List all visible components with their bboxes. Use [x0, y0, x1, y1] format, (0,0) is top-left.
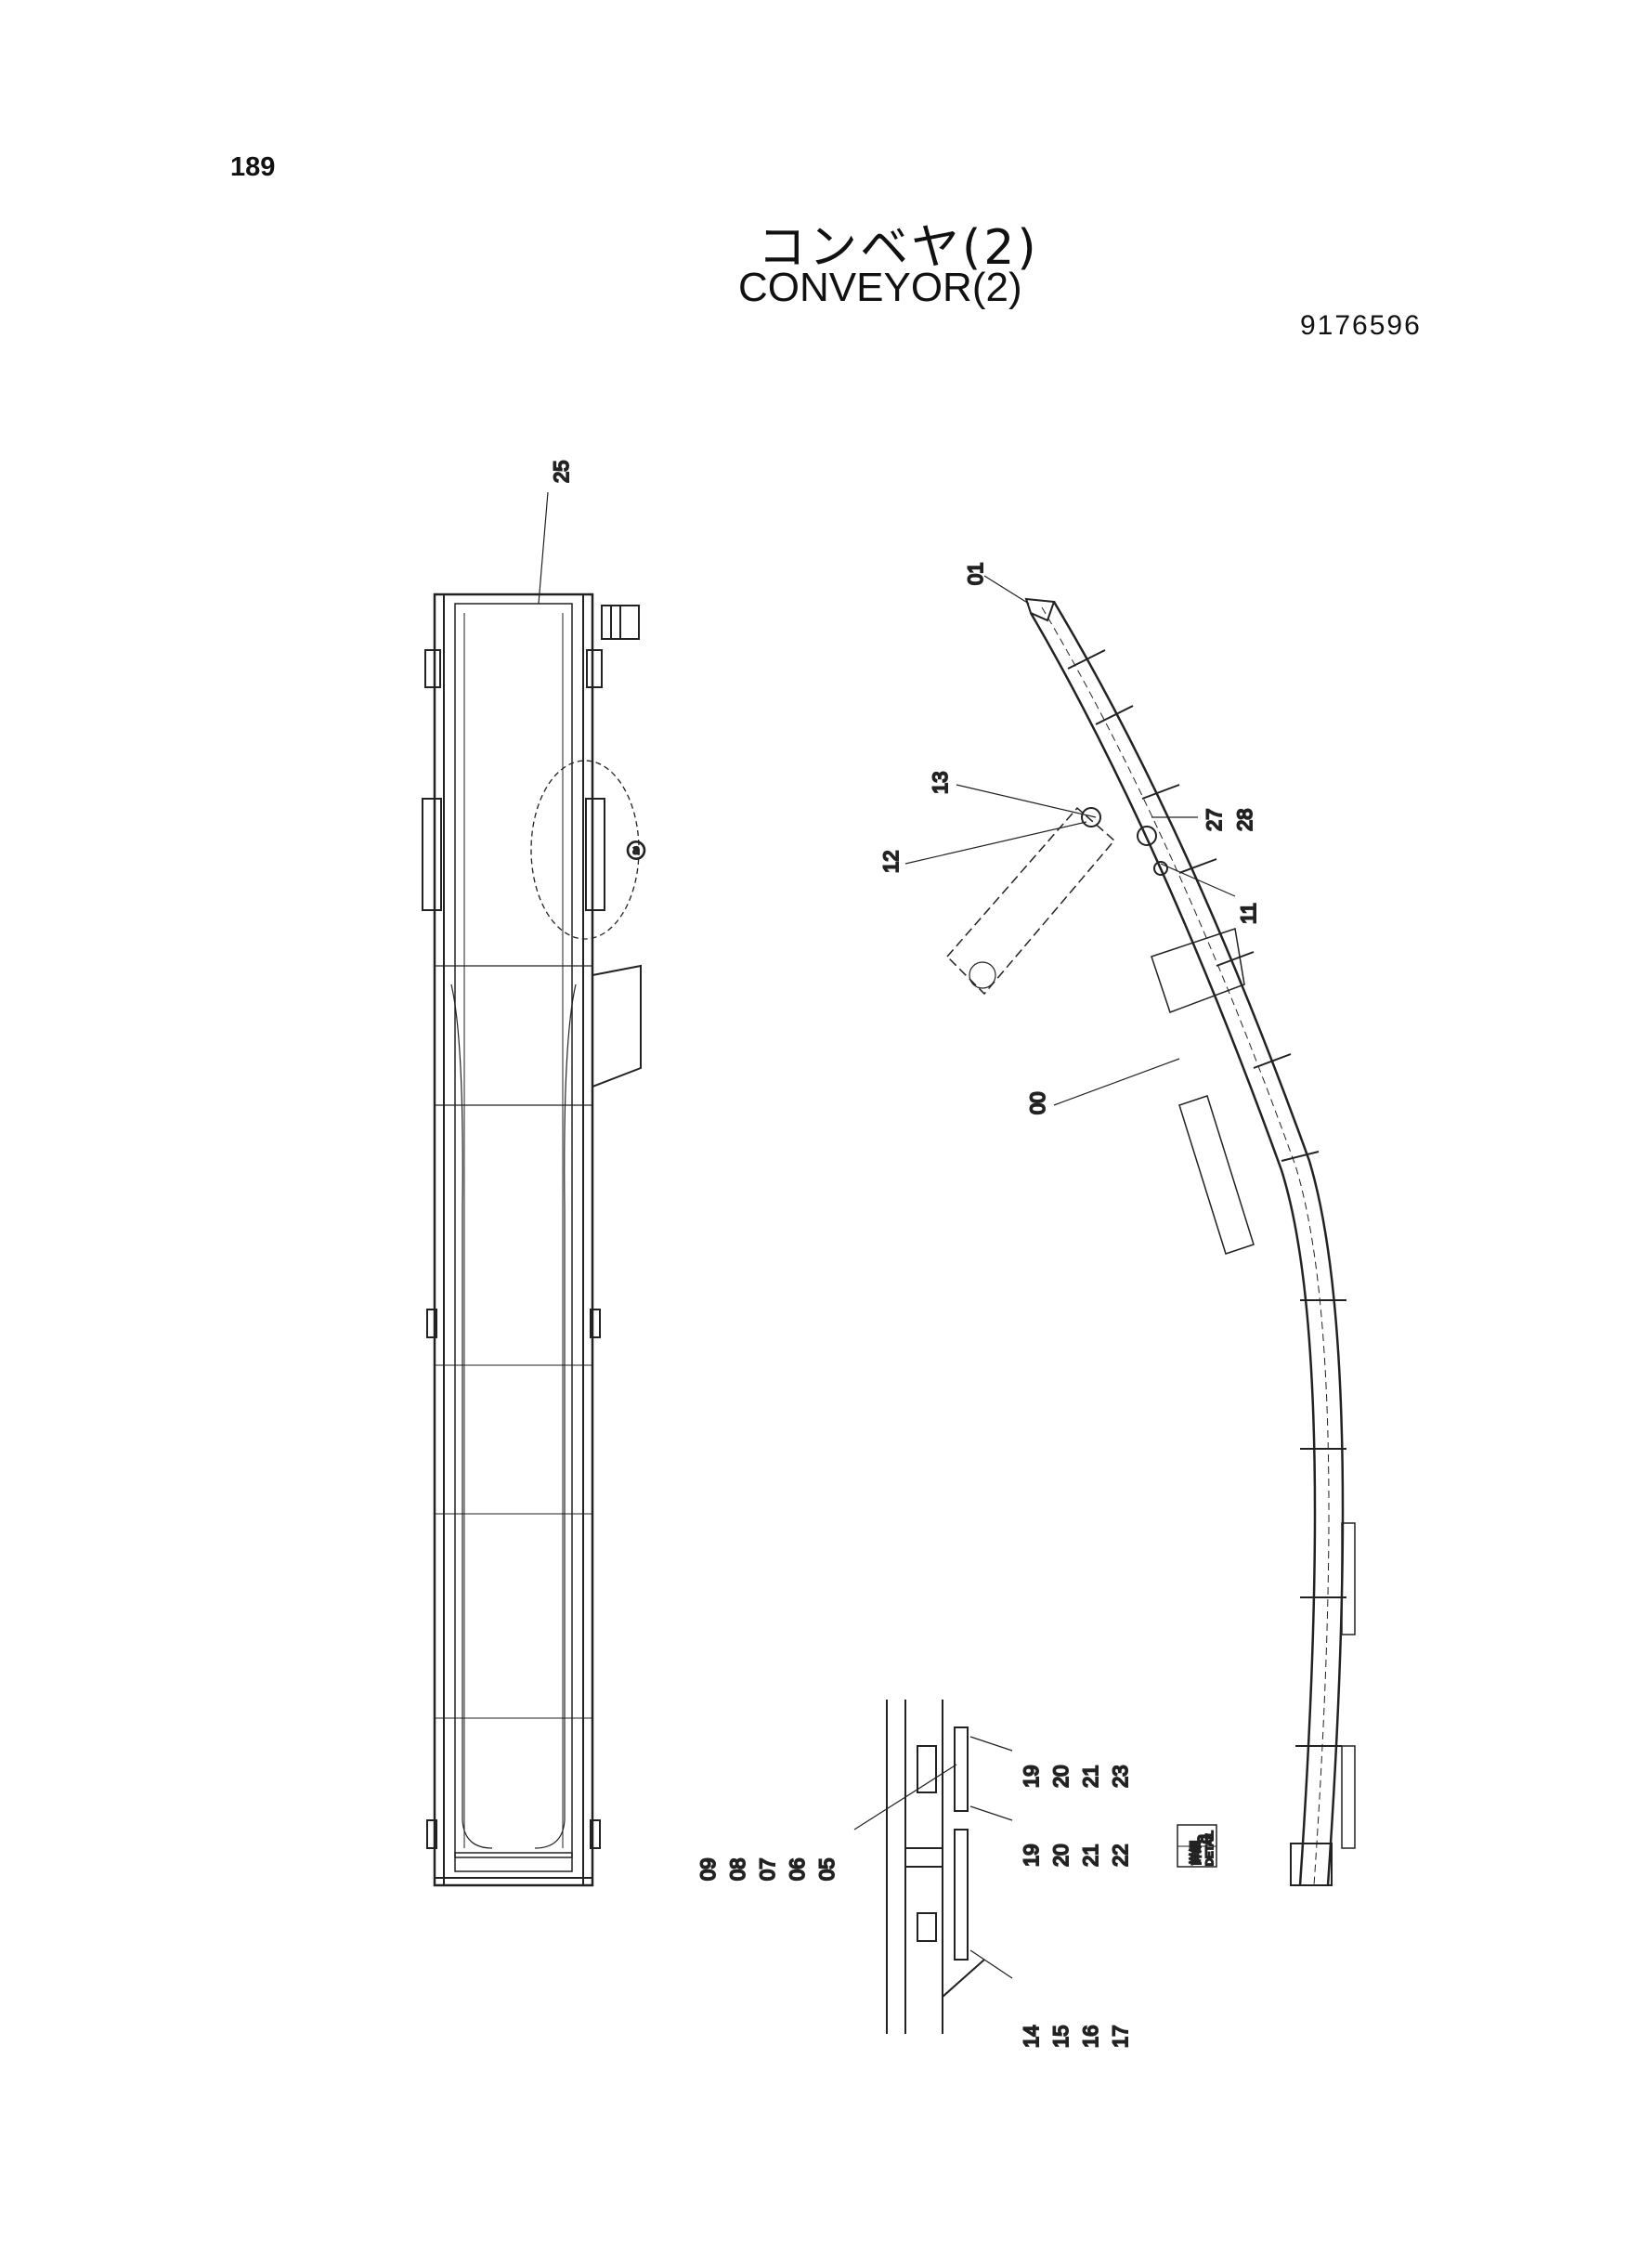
detail-letter: a — [1192, 1833, 1211, 1844]
conveyor-top-view — [422, 491, 642, 1887]
title-japanese: コンベヤ(2) — [758, 220, 1039, 276]
detail-a-inset — [853, 1700, 1013, 2034]
callout-23: 23 — [1109, 1765, 1132, 1788]
callout-15: 15 — [1049, 2026, 1073, 2048]
callout-16: 16 — [1079, 2026, 1102, 2048]
title-english: CONVEYOR(2) — [738, 265, 1022, 310]
detail-jp: 詳細 — [1189, 1841, 1203, 1865]
callout-21-mid: 21 — [1079, 1844, 1102, 1867]
page-number: 189 — [230, 152, 276, 182]
part-number: 9176596 — [1300, 310, 1422, 341]
callout-27: 27 — [1203, 809, 1226, 831]
detail-en: DETAIL — [1204, 1831, 1216, 1866]
callout-08: 08 — [726, 1858, 749, 1881]
callout-01: 01 — [964, 563, 987, 585]
detail-marker: ⓐ — [627, 840, 645, 862]
callout-12: 12 — [879, 851, 903, 873]
detail-a-label: 詳細 DETAIL a — [1177, 1824, 1217, 1868]
callout-09: 09 — [696, 1858, 720, 1881]
callout-11: 11 — [1237, 903, 1260, 924]
callout-17: 17 — [1109, 2026, 1132, 2048]
callout-00: 00 — [1026, 1092, 1049, 1114]
callout-05: 05 — [815, 1858, 839, 1881]
callout-06: 06 — [786, 1858, 809, 1881]
conveyor-side-view — [904, 575, 1356, 1886]
callout-07: 07 — [756, 1858, 779, 1881]
callout-22: 22 — [1109, 1844, 1132, 1867]
callout-28: 28 — [1233, 809, 1256, 831]
callout-20-mid: 20 — [1049, 1844, 1073, 1867]
callout-21-top: 21 — [1079, 1765, 1102, 1788]
callout-14: 14 — [1020, 2026, 1043, 2048]
callout-19-top: 19 — [1020, 1765, 1043, 1788]
callout-19-mid: 19 — [1020, 1844, 1043, 1867]
callout-25: 25 — [550, 461, 573, 483]
callout-20-top: 20 — [1049, 1765, 1073, 1788]
callout-13: 13 — [929, 772, 952, 794]
